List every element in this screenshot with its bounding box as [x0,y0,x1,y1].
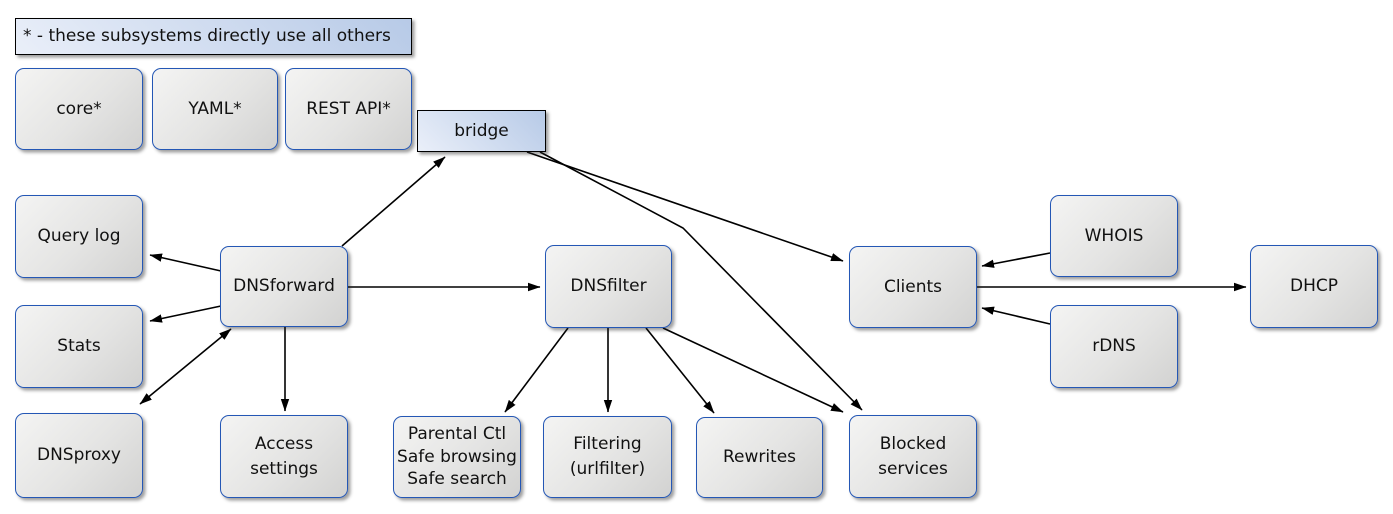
node-rest-api-label: REST API* [306,98,391,119]
node-dnsproxy: DNSproxy [15,413,143,498]
node-whois-label: WHOIS [1084,225,1144,246]
node-parental-ctl-label-line2: Safe browsing [397,446,517,467]
node-blocked-services-label-line1: Blocked [879,433,947,454]
edge-dnsforward-dnsproxy [139,328,232,405]
node-rdns-label: rDNS [1092,336,1136,357]
node-parental-ctl-label-line1: Parental Ctl [407,423,507,444]
node-dnsfilter-label: DNSfilter [570,276,647,297]
node-access-settings-label-line1: Access [254,433,314,454]
node-dnsfilter: DNSfilter [545,245,672,328]
node-yaml: YAML* [152,68,278,150]
node-stats: Stats [15,305,143,388]
edge-dnsfilter-rewrites [645,327,715,414]
node-dnsproxy-label: DNSproxy [36,445,121,466]
node-filtering-label-line1: Filtering [573,434,642,455]
node-dnsforward-label: DNSforward [233,276,335,297]
node-filtering-label-line2: (urlfilter) [569,459,646,479]
node-query-log-label: Query log [37,226,121,247]
node-stats-label: Stats [57,336,101,357]
node-core: core* [15,68,143,150]
node-filtering: Filtering (urlfilter) [543,416,672,498]
node-blocked-services: Blocked services [849,415,977,498]
node-rewrites: Rewrites [696,417,823,498]
node-yaml-label: YAML* [188,98,242,119]
node-core-label: core* [56,98,102,119]
node-dhcp: DHCP [1250,245,1378,328]
node-bridge: bridge [417,110,546,152]
node-rdns: rDNS [1050,305,1178,388]
edge-rdns-clients [981,306,1051,325]
edge-dnsfilter-blocked-services [662,327,844,413]
node-rest-api: REST API* [285,68,412,150]
edge-dnsforward-bridge [341,156,446,247]
edge-whois-clients [981,252,1051,268]
node-parental-ctl: Parental Ctl Safe browsing Safe search [393,416,521,498]
legend-note: * - these subsystems directly use all ot… [15,18,412,55]
node-access-settings-label-line2: settings [250,458,318,479]
node-clients: Clients [849,246,977,328]
node-rewrites-label: Rewrites [722,447,797,468]
edge-dnsforward-query-log [149,253,222,272]
edge-dnsforward-stats [149,305,222,323]
node-bridge-label: bridge [454,120,509,141]
node-blocked-services-label-line2: services [878,458,948,479]
legend-text: * - these subsystems directly use all ot… [23,26,391,47]
node-dnsforward: DNSforward [220,246,348,327]
edge-dnsfilter-parental [504,327,569,413]
node-query-log: Query log [15,195,143,278]
node-parental-ctl-label-line3: Safe search [407,469,507,490]
node-clients-label: Clients [883,276,943,297]
node-access-settings: Access settings [220,415,348,498]
node-whois: WHOIS [1050,195,1178,277]
node-dhcp-label: DHCP [1290,276,1338,297]
